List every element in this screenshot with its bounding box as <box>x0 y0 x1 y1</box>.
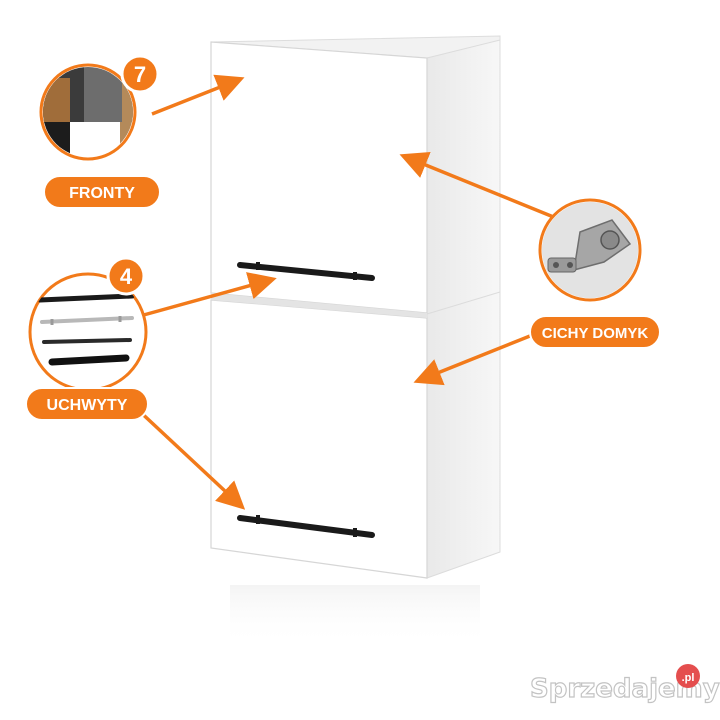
hinge-circle <box>538 198 642 302</box>
watermark-dot <box>676 664 700 688</box>
handles-label: UCHWYTY <box>47 397 128 414</box>
fronts-label: FRONTY <box>69 185 135 202</box>
handle-sample-3 <box>42 338 132 344</box>
handle-sample-2 <box>40 316 134 324</box>
watermark: Sprzedajemy .pl <box>529 664 720 705</box>
handles-label-pill: UCHWYTY <box>25 387 149 421</box>
arrow-handles-upper <box>139 272 277 318</box>
upper-handle <box>237 262 375 281</box>
handle-sample-4 <box>48 354 130 366</box>
callout-arrows <box>134 74 571 510</box>
handles-count-badge: 4 <box>106 256 146 296</box>
lower-handle <box>237 515 375 538</box>
handle-sample-1 <box>37 293 135 303</box>
hinge-label-pill: CICHY DOMYK <box>529 315 661 349</box>
watermark-suffix: .pl <box>682 672 695 684</box>
fronts-swatch-circle <box>39 63 137 161</box>
arrow-fronty <box>151 74 245 116</box>
arrow-handles-lower <box>134 406 246 510</box>
handles-count: 4 <box>120 264 133 289</box>
cabinet-side <box>426 39 501 579</box>
arrow-hinge-upper <box>399 151 557 220</box>
lower-door <box>210 299 428 579</box>
cabinet-reflection <box>230 585 480 645</box>
hinge-label: CICHY DOMYK <box>542 325 649 342</box>
fronts-label-pill: FRONTY <box>43 175 161 209</box>
watermark-text: Sprzedajemy <box>530 674 720 704</box>
cabinet <box>210 35 501 579</box>
fronts-count-badge: 7 <box>120 54 160 94</box>
fronts-count: 7 <box>134 62 146 87</box>
swatch-wood <box>43 78 70 124</box>
